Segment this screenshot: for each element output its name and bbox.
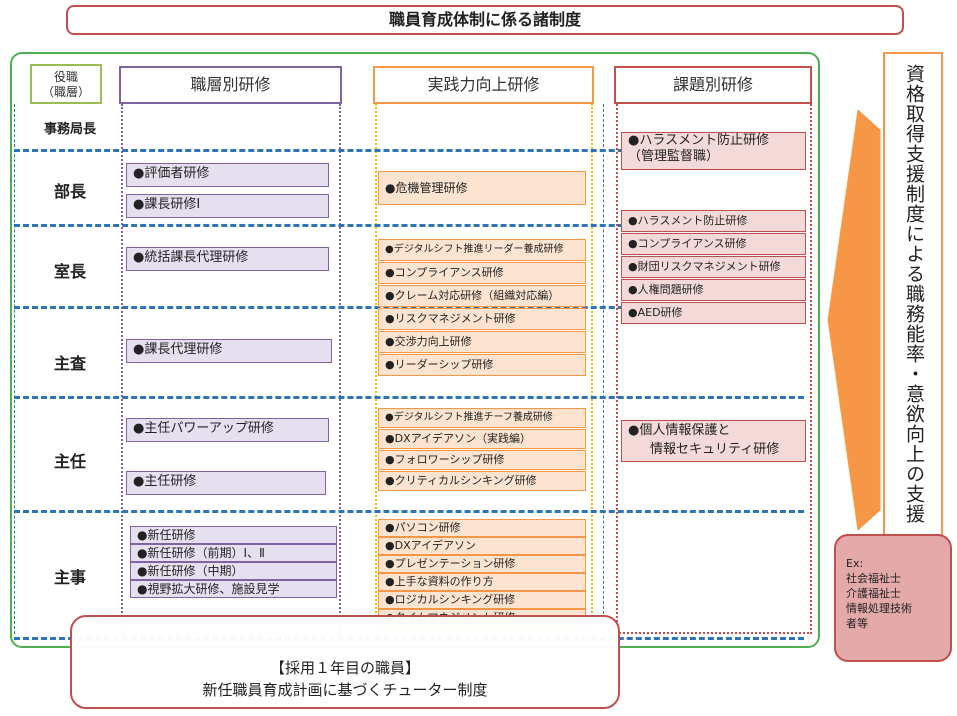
role-chief-examiner: 主査 — [53, 354, 86, 373]
practice-item: ●交渉力向上研修 — [378, 331, 586, 353]
qualification-example-box: Ex: 社会福祉士 介護福祉士 情報処理技術 者等 — [834, 534, 952, 662]
ex-line: 介護福祉士 — [846, 587, 901, 600]
role-director-general: 事務局長 — [43, 122, 96, 137]
role-chief: 主任 — [53, 452, 86, 471]
qualification-support-label: 資格取得支援制度による職務能率・意欲向上の支援 — [903, 64, 925, 524]
role-header: 役職 （職層） — [30, 64, 102, 104]
mid-border — [603, 104, 604, 634]
practice-item: ●フォロワーシップ研修 — [378, 450, 586, 470]
topic-item: ●コンプライアンス研修 — [621, 233, 806, 255]
topic-item-privacy-security: ●個人情報保護と 情報セキュリティ研修 — [621, 420, 806, 462]
level-item: ●新任研修 — [130, 526, 337, 544]
ex-line: Ex: — [846, 557, 864, 570]
level-item: ●視野拡大研修、施設見学 — [130, 580, 337, 598]
level-item: ●課長研修Ⅰ — [126, 194, 329, 218]
role-header-line1: 役職 — [53, 70, 78, 84]
ex-line: 社会福祉士 — [846, 572, 901, 585]
page-title: 職員育成体制に係る諸制度 — [66, 5, 904, 35]
ex-line: 情報処理技術 — [846, 602, 912, 615]
column-header-level: 職層別研修 — [119, 66, 342, 104]
practice-item: ●デジタルシフト推進チーフ養成研修 — [378, 408, 586, 428]
tutor-system-box: 【採用１年目の職員】 新任職員育成計画に基づくチューター制度 — [70, 615, 620, 709]
row-divider — [14, 306, 804, 309]
level-item: ●統括課長代理研修 — [126, 247, 329, 271]
level-item: ●評価者研修 — [126, 163, 329, 187]
level-item: ●主任研修 — [126, 471, 326, 495]
upward-arrow-icon — [827, 110, 881, 530]
topic-item: ●ハラスメント防止研修 — [621, 210, 806, 232]
row-divider — [14, 224, 804, 227]
level-item: ●課長代理研修 — [126, 339, 332, 363]
practice-item: ●DXアイデアソン — [378, 537, 586, 555]
topic-item-line: ●個人情報保護と — [628, 423, 731, 438]
practice-item: ●プレゼンテーション研修 — [378, 555, 586, 573]
topic-item-harassment-management: ●ハラスメント防止研修 （管理監督職） — [621, 132, 806, 170]
practice-item: ●DXアイデアソン（実践編） — [378, 429, 586, 449]
topic-item: ●人権問題研修 — [621, 279, 806, 301]
tutor-line2: 新任職員育成計画に基づくチューター制度 — [202, 681, 488, 699]
level-item: ●新任研修（前期）Ⅰ、Ⅱ — [130, 544, 337, 562]
topic-item-line: 情報セキュリティ研修 — [650, 442, 780, 457]
row-divider — [14, 510, 804, 513]
column-header-topic: 課題別研修 — [614, 66, 812, 104]
row-divider — [14, 149, 804, 152]
role-department-head: 部長 — [53, 182, 86, 201]
topic-column — [616, 104, 812, 634]
level-item: ●主任パワーアップ研修 — [126, 418, 329, 442]
practice-item: ●コンプライアンス研修 — [378, 262, 586, 284]
topic-item: ●財団リスクマネジメント研修 — [621, 256, 806, 278]
topic-item-line: ●ハラスメント防止研修 — [628, 133, 770, 148]
practice-item: ●パソコン研修 — [378, 519, 586, 537]
practice-item: ●リスクマネジメント研修 — [378, 308, 586, 330]
tutor-line1: 【採用１年目の職員】 — [269, 659, 420, 677]
level-item: ●新任研修（中期） — [130, 562, 337, 580]
row-divider — [14, 396, 804, 399]
left-border — [14, 104, 15, 634]
qualification-support-box: 資格取得支援制度による職務能率・意欲向上の支援 — [883, 52, 943, 572]
ex-line: 者等 — [846, 617, 868, 630]
topic-item-line: （管理監督職） — [628, 149, 720, 164]
practice-item: ●デジタルシフト推進リーダー養成研修 — [378, 239, 586, 261]
role-staff: 主事 — [53, 568, 86, 587]
practice-item: ●ロジカルシンキング研修 — [378, 591, 586, 609]
column-header-practice: 実践力向上研修 — [373, 66, 594, 104]
practice-item: ●クレーム対応研修（組織対応編） — [378, 285, 586, 307]
practice-item: ●クリティカルシンキング研修 — [378, 471, 586, 491]
role-header-line2: （職層） — [41, 85, 90, 99]
role-office-head: 室長 — [53, 262, 86, 281]
topic-item: ●AED研修 — [621, 302, 806, 324]
practice-item: ●危機管理研修 — [378, 171, 586, 205]
practice-item: ●上手な資料の作り方 — [378, 573, 586, 591]
practice-item: ●リーダーシップ研修 — [378, 354, 586, 376]
